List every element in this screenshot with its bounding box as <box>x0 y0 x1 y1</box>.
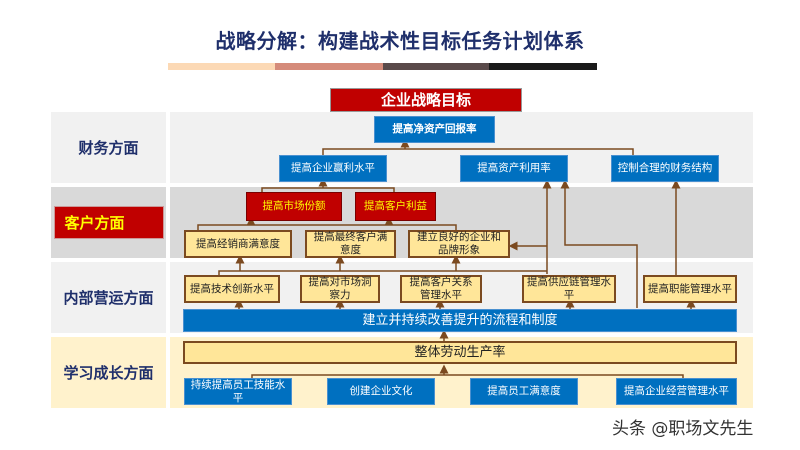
customer-red-box-1: 提高市场份额 <box>246 192 342 221</box>
learning-top-bar: 整体劳动生产率 <box>183 341 737 364</box>
title-underline-segment-4 <box>489 63 597 70</box>
box-text: 提高对市场洞察力 <box>308 276 372 301</box>
learning-box-2: 创建企业文化 <box>327 378 435 405</box>
box-text: 提高职能管理水平 <box>648 282 732 295</box>
row-label-text: 内部营运方面 <box>63 289 154 307</box>
row-label-internal: 内部营运方面 <box>51 262 166 333</box>
row-label-financial: 财务方面 <box>51 112 166 183</box>
box-text: 提高员工满意度 <box>487 385 561 397</box>
financial-top-box: 提高净资产回报率 <box>374 116 495 143</box>
customer-red-box-2: 提高客户利益 <box>355 192 436 221</box>
internal-box-4: 提高供应链管理水平 <box>522 275 616 303</box>
customer-cream-box-3: 建立良好的企业和品牌形象 <box>408 230 510 258</box>
page-title: 战略分解：构建战术性目标任务计划体系 <box>215 29 585 53</box>
box-text: 提高客户关系管理水平 <box>409 276 473 301</box>
box-text: 提高技术创新水平 <box>190 282 274 295</box>
title-underline-segment-3 <box>383 63 489 70</box>
box-text: 提高最终客户满意度 <box>313 231 388 256</box>
box-text: 提高客户利益 <box>364 200 427 212</box>
row-label-text-highlight: 客户方面 <box>53 206 164 239</box>
box-text: 建立良好的企业和品牌形象 <box>417 231 501 256</box>
customer-cream-box-1: 提高经销商满意度 <box>184 230 292 258</box>
row-label-text: 学习成长方面 <box>63 364 154 382</box>
box-text: 提高企业经营管理水平 <box>624 385 729 397</box>
learning-box-1: 持续提高员工技能水平 <box>184 378 292 405</box>
row-label-customer: 客户方面 <box>51 187 166 258</box>
strategic-goal-text: 企业战略目标 <box>380 90 471 109</box>
box-text: 创建企业文化 <box>349 385 413 397</box>
learning-box-3: 提高员工满意度 <box>470 378 578 405</box>
box-text: 建立并持续改善提升的流程和制度 <box>362 313 558 328</box>
financial-box-3: 控制合理的财务结构 <box>611 155 719 182</box>
strategic-goal: 企业战略目标 <box>330 88 522 112</box>
internal-box-1: 提高技术创新水平 <box>184 275 280 303</box>
watermark: 头条 @职场文先生 <box>612 419 754 439</box>
learning-box-4: 提高企业经营管理水平 <box>616 378 737 405</box>
internal-box-2: 提高对市场洞察力 <box>300 275 380 303</box>
internal-box-5: 提高职能管理水平 <box>643 275 737 303</box>
box-text: 提高净资产回报率 <box>392 123 477 135</box>
financial-box-1: 提高企业赢利水平 <box>279 155 387 182</box>
title-underline-segment-2 <box>275 63 383 70</box>
internal-base-bar: 建立并持续改善提升的流程和制度 <box>183 309 737 332</box>
box-text: 提高市场份额 <box>262 200 326 212</box>
box-text: 提高供应链管理水平 <box>527 276 611 301</box>
customer-cream-box-2: 提高最终客户满意度 <box>305 230 396 258</box>
box-text: 控制合理的财务结构 <box>617 162 713 174</box>
box-text: 持续提高员工技能水平 <box>190 378 286 404</box>
title-underline-segment-1 <box>168 63 275 70</box>
box-text: 整体劳动生产率 <box>414 345 506 360</box>
row-label-learning: 学习成长方面 <box>51 337 166 408</box>
box-text: 提高企业赢利水平 <box>291 162 375 174</box>
internal-box-3: 提高客户关系管理水平 <box>400 275 482 303</box>
box-text: 提高经销商满意度 <box>196 237 280 250</box>
row-label-text: 财务方面 <box>78 139 139 157</box>
financial-box-2: 提高资产利用率 <box>460 155 568 182</box>
box-text: 提高资产利用率 <box>477 162 551 174</box>
